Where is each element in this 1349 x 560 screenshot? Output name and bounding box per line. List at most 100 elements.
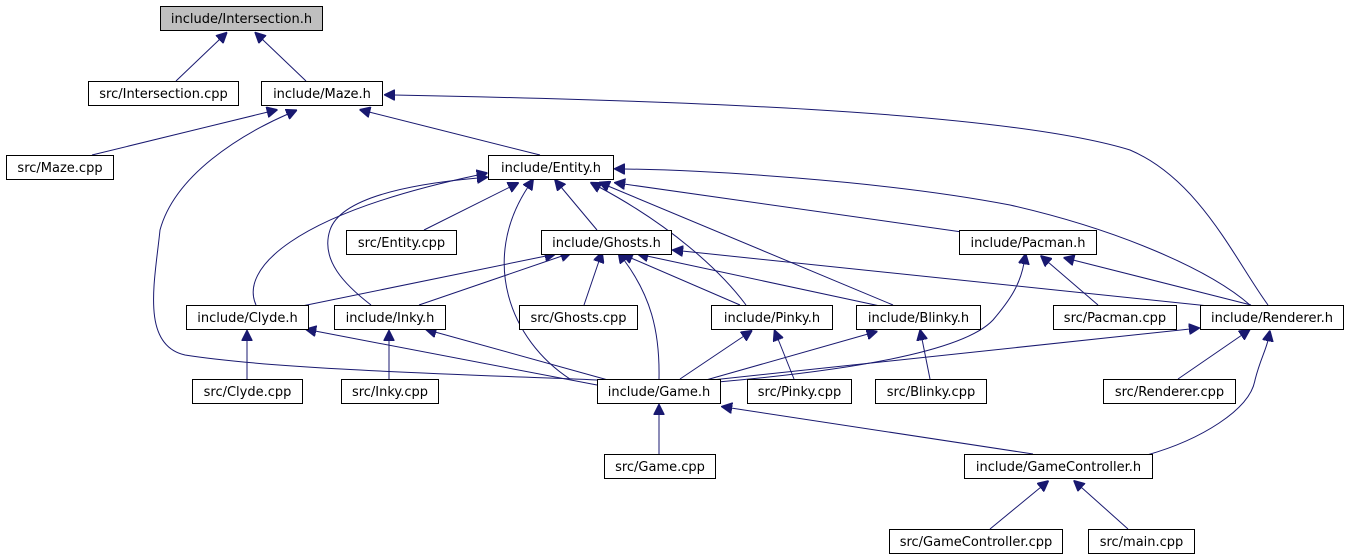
- node-include-ghosts-h[interactable]: include/Ghosts.h: [541, 230, 672, 255]
- edge-include-blinky-h-to-include-entity-h: [608, 186, 894, 306]
- node-box: [856, 305, 981, 330]
- node-src-entity-cpp[interactable]: src/Entity.cpp: [346, 230, 457, 255]
- edge-include-clyde-h-to-include-ghosts-h: [301, 256, 546, 307]
- node-label: src/Blinky.cpp: [887, 385, 975, 400]
- node-box: [186, 305, 309, 330]
- edge-include-pinky-h-to-include-entity-h: [599, 187, 747, 306]
- node-box: [261, 81, 383, 106]
- node-include-clyde-h[interactable]: include/Clyde.h: [186, 305, 309, 330]
- node-label: include/Game.h: [608, 385, 711, 400]
- edge-src-maze-cpp-to-include-maze-h: [91, 112, 268, 156]
- node-src-ghosts-cpp[interactable]: src/Ghosts.cpp: [519, 305, 638, 330]
- node-label: include/Blinky.h: [868, 311, 969, 326]
- node-include-game-h[interactable]: include/Game.h: [597, 379, 721, 404]
- node-label: include/Clyde.h: [197, 311, 297, 326]
- node-box: [192, 379, 303, 404]
- node-src-pinky-cpp[interactable]: src/Pinky.cpp: [747, 379, 852, 404]
- node-label: src/Inky.cpp: [352, 385, 428, 400]
- node-include-pacman-h[interactable]: include/Pacman.h: [959, 230, 1097, 255]
- node-src-main-cpp[interactable]: src/main.cpp: [1088, 529, 1195, 554]
- edge-include-gamecontroller-h-to-include-renderer-h: [1146, 340, 1268, 456]
- node-src-maze-cpp[interactable]: src/Maze.cpp: [6, 155, 114, 180]
- node-label: include/Ghosts.h: [552, 236, 661, 251]
- node-box: [519, 305, 638, 330]
- edge-include-maze-h-to-include-intersection-h: [262, 39, 307, 82]
- node-box: [1088, 529, 1195, 554]
- node-label: include/Entity.h: [501, 161, 601, 176]
- node-label: src/Maze.cpp: [17, 161, 102, 176]
- node-include-renderer-h[interactable]: include/Renderer.h: [1200, 305, 1344, 330]
- edge-include-blinky-h-to-include-ghosts-h: [647, 256, 881, 307]
- edge-include-game-h-to-include-entity-h: [503, 187, 571, 380]
- edge-include-pacman-h-to-include-entity-h: [624, 184, 963, 233]
- node-src-intersection-cpp[interactable]: src/Intersection.cpp: [88, 81, 239, 106]
- node-box: [1103, 379, 1236, 404]
- node-include-pinky-h[interactable]: include/Pinky.h: [711, 305, 833, 330]
- edge-include-game-h-to-include-pinky-h: [679, 336, 744, 380]
- node-box: [959, 230, 1097, 255]
- edge-include-clyde-h-to-include-entity-h: [252, 175, 478, 306]
- node-label: include/Renderer.h: [1211, 311, 1333, 326]
- edge-include-inky-h-to-include-entity-h: [327, 178, 478, 306]
- node-include-entity-h[interactable]: include/Entity.h: [488, 155, 614, 180]
- node-box: [88, 81, 239, 106]
- edge-src-ghosts-cpp-to-include-ghosts-h: [583, 261, 599, 306]
- node-label: src/Intersection.cpp: [99, 87, 227, 102]
- node-box: [488, 155, 614, 180]
- edge-include-game-h-to-include-inky-h: [435, 332, 609, 381]
- node-label: src/Renderer.cpp: [1115, 385, 1224, 400]
- edge-include-entity-h-to-include-maze-h: [369, 112, 541, 156]
- node-label: src/GameController.cpp: [900, 535, 1053, 550]
- node-label: src/main.cpp: [1100, 535, 1184, 550]
- node-include-intersection-h: include/Intersection.h: [160, 6, 323, 31]
- edge-src-renderer-cpp-to-include-renderer-h: [1177, 335, 1242, 380]
- node-layer: include/Intersection.h src/Intersection.c…: [6, 6, 1344, 554]
- node-label: include/Maze.h: [273, 87, 371, 102]
- edge-src-gamecontroller-cpp-to-include-gamecontroller-h: [989, 487, 1041, 530]
- node-label: src/Ghosts.cpp: [530, 311, 626, 326]
- node-label: src/Clyde.cpp: [204, 385, 292, 400]
- node-label: include/Pinky.h: [724, 311, 820, 326]
- edge-include-renderer-h-to-include-entity-h: [624, 169, 1251, 306]
- node-box: [1200, 305, 1344, 330]
- edge-src-main-cpp-to-include-gamecontroller-h: [1081, 487, 1129, 530]
- node-src-game-cpp[interactable]: src/Game.cpp: [604, 454, 716, 479]
- edge-include-renderer-h-to-include-maze-h: [394, 95, 1269, 306]
- node-src-inky-cpp[interactable]: src/Inky.cpp: [341, 379, 439, 404]
- edge-src-entity-cpp-to-include-entity-h: [423, 187, 510, 231]
- node-box: [875, 379, 987, 404]
- node-box: [747, 379, 852, 404]
- node-box: [1053, 305, 1177, 330]
- edge-src-intersection-cpp-to-include-intersection-h: [175, 39, 220, 82]
- edge-include-game-h-to-include-clyde-h: [315, 331, 598, 386]
- edge-include-game-h-to-include-renderer-h: [711, 329, 1190, 381]
- edge-include-gamecontroller-h-to-include-game-h: [731, 408, 1034, 455]
- edge-layer: [91, 39, 1269, 530]
- node-box: [6, 155, 114, 180]
- node-box: [541, 230, 672, 255]
- node-label: src/Pinky.cpp: [758, 385, 841, 400]
- node-src-blinky-cpp[interactable]: src/Blinky.cpp: [875, 379, 987, 404]
- edge-include-renderer-h-to-include-ghosts-h: [682, 251, 1210, 307]
- node-include-gamecontroller-h[interactable]: include/GameController.h: [964, 454, 1153, 479]
- edge-include-pinky-h-to-include-ghosts-h: [631, 258, 741, 306]
- node-label: include/Pacman.h: [970, 236, 1085, 251]
- node-src-pacman-cpp[interactable]: src/Pacman.cpp: [1053, 305, 1177, 330]
- node-box: [964, 454, 1153, 479]
- node-src-gamecontroller-cpp[interactable]: src/GameController.cpp: [889, 529, 1063, 554]
- node-label: include/Intersection.h: [171, 12, 312, 27]
- node-label: src/Entity.cpp: [358, 236, 445, 251]
- node-include-blinky-h[interactable]: include/Blinky.h: [856, 305, 981, 330]
- node-include-maze-h[interactable]: include/Maze.h: [261, 81, 383, 106]
- node-box: [160, 6, 323, 31]
- node-box: [341, 379, 439, 404]
- node-box: [334, 305, 446, 330]
- node-label: include/Inky.h: [346, 311, 435, 326]
- node-src-clyde-cpp[interactable]: src/Clyde.cpp: [192, 379, 303, 404]
- edge-include-ghosts-h-to-include-entity-h: [561, 187, 598, 231]
- node-src-renderer-cpp[interactable]: src/Renderer.cpp: [1103, 379, 1236, 404]
- node-box: [889, 529, 1063, 554]
- node-include-inky-h[interactable]: include/Inky.h: [334, 305, 446, 330]
- node-box: [346, 230, 457, 255]
